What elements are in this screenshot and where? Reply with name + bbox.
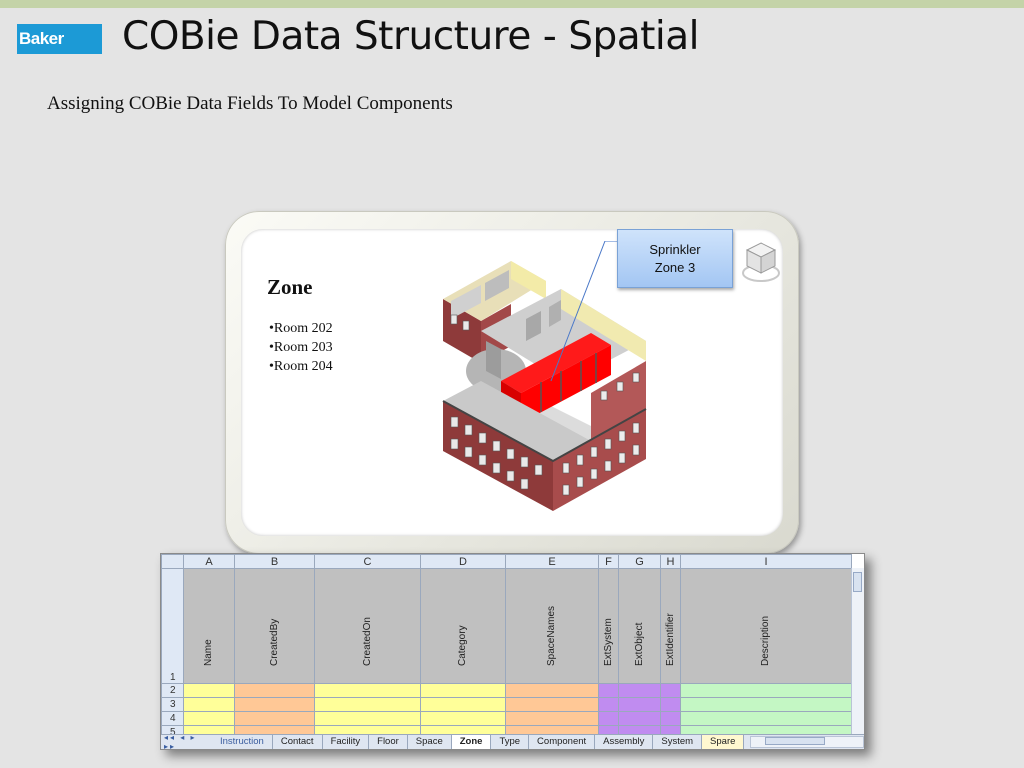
field-header-cell[interactable]: ExtSystem (598, 568, 619, 684)
field-header-cell[interactable]: Description (680, 568, 852, 684)
field-name: ExtIdentifier (664, 613, 676, 666)
select-all-corner[interactable] (161, 554, 184, 569)
field-name: CreatedBy (268, 618, 280, 666)
scroll-thumb[interactable] (765, 737, 826, 745)
column-header[interactable]: D (420, 554, 506, 569)
column-header[interactable]: E (505, 554, 599, 569)
data-cell[interactable] (505, 683, 599, 698)
data-cell[interactable] (505, 711, 599, 726)
column-header[interactable]: B (234, 554, 315, 569)
field-name: Description (760, 615, 771, 666)
data-cell[interactable] (680, 683, 852, 698)
tab-component[interactable]: Component (529, 735, 596, 749)
field-header-cell[interactable]: Category (420, 568, 506, 684)
row-header[interactable]: 2 (161, 683, 184, 698)
room-list: •Room 202 •Room 203 •Room 204 (269, 319, 333, 376)
field-header-cell[interactable]: ExtObject (618, 568, 661, 684)
model-figure: Zone •Room 202 •Room 203 •Room 204 (241, 229, 783, 536)
data-cell[interactable] (598, 683, 619, 698)
spreadsheet-grid: A B C D E F G H I 1 Name CreatedBy Creat… (161, 554, 852, 740)
horizontal-scrollbar[interactable] (750, 736, 864, 748)
data-cell[interactable] (183, 711, 235, 726)
row-header[interactable]: 4 (161, 711, 184, 726)
callout-line-1: Sprinkler (649, 241, 701, 257)
data-cell[interactable] (660, 711, 681, 726)
model-figure-frame: Zone •Room 202 •Room 203 •Room 204 (225, 211, 799, 554)
data-cell[interactable] (660, 697, 681, 712)
field-name: Name (203, 639, 214, 666)
field-header-cell[interactable]: ExtIdentifier (660, 568, 681, 684)
scroll-thumb[interactable] (853, 572, 862, 592)
row-header[interactable]: 3 (161, 697, 184, 712)
data-cell[interactable] (505, 697, 599, 712)
column-header[interactable]: C (314, 554, 421, 569)
column-header[interactable]: F (598, 554, 619, 569)
data-cell[interactable] (234, 697, 315, 712)
data-cell[interactable] (183, 683, 235, 698)
baker-logo: Baker (17, 24, 102, 54)
callout-line-2: Zone 3 (654, 259, 696, 275)
tab-spare[interactable]: Spare (702, 735, 745, 749)
data-cell[interactable] (314, 683, 421, 698)
column-header[interactable]: G (618, 554, 661, 569)
data-cell[interactable] (660, 683, 681, 698)
field-header-cell[interactable]: CreatedOn (314, 568, 421, 684)
data-cell[interactable] (314, 697, 421, 712)
data-cell[interactable] (618, 683, 661, 698)
row-header[interactable]: 1 (161, 568, 184, 684)
data-cell[interactable] (234, 711, 315, 726)
table-row: 3 (161, 697, 852, 712)
data-cell[interactable] (420, 697, 506, 712)
tab-instruction[interactable]: Instruction (212, 735, 273, 749)
data-cell[interactable] (680, 697, 852, 712)
table-row: 4 (161, 711, 852, 726)
sheet-tab-bar: ◂◂ ◂ ▸ ▸▸ Instruction Contact Facility F… (161, 734, 864, 749)
tab-facility[interactable]: Facility (323, 735, 370, 749)
field-header-cell[interactable]: CreatedBy (234, 568, 315, 684)
room-item: •Room 202 (269, 321, 333, 336)
data-cell[interactable] (680, 711, 852, 726)
field-name: ExtObject (633, 622, 645, 666)
field-header-cell[interactable]: Name (183, 568, 235, 684)
data-cell[interactable] (598, 697, 619, 712)
tab-floor[interactable]: Floor (369, 735, 408, 749)
tab-type[interactable]: Type (491, 735, 530, 749)
tab-contact[interactable]: Contact (273, 735, 323, 749)
column-header[interactable]: H (660, 554, 681, 569)
data-cell[interactable] (618, 697, 661, 712)
data-cell[interactable] (183, 697, 235, 712)
data-cell[interactable] (420, 711, 506, 726)
page-title: COBie Data Structure - Spatial (122, 14, 700, 59)
zone-heading: Zone (267, 275, 313, 299)
data-cell[interactable] (618, 711, 661, 726)
room-item: •Room 203 (269, 340, 333, 355)
tab-space[interactable]: Space (408, 735, 452, 749)
field-name: CreatedOn (361, 617, 373, 666)
table-row: 2 (161, 683, 852, 698)
field-name: ExtSystem (602, 618, 614, 666)
column-header[interactable]: I (680, 554, 852, 569)
field-header-cell[interactable]: SpaceNames (505, 568, 599, 684)
page-subtitle: Assigning COBie Data Fields To Model Com… (47, 93, 453, 114)
tab-scroll-arrows-icon[interactable]: ◂◂ ◂ ▸ ▸▸ (164, 734, 197, 749)
tab-assembly[interactable]: Assembly (595, 735, 654, 749)
data-cell[interactable] (234, 683, 315, 698)
column-header[interactable]: A (183, 554, 235, 569)
vertical-scrollbar[interactable] (851, 568, 864, 734)
tab-system[interactable]: System (653, 735, 703, 749)
building-3d-model (442, 241, 647, 511)
sprinkler-zone-callout: Sprinkler Zone 3 (617, 229, 733, 288)
data-cell[interactable] (420, 683, 506, 698)
field-name: Category (457, 625, 468, 666)
viewcube-icon[interactable] (741, 239, 781, 285)
room-item: •Room 204 (269, 359, 333, 374)
top-accent-bar (0, 0, 1024, 8)
data-cell[interactable] (314, 711, 421, 726)
data-cell[interactable] (598, 711, 619, 726)
tab-zone[interactable]: Zone (451, 735, 492, 749)
field-name: SpaceNames (546, 605, 557, 666)
cobie-zone-spreadsheet[interactable]: A B C D E F G H I 1 Name CreatedBy Creat… (160, 553, 865, 750)
